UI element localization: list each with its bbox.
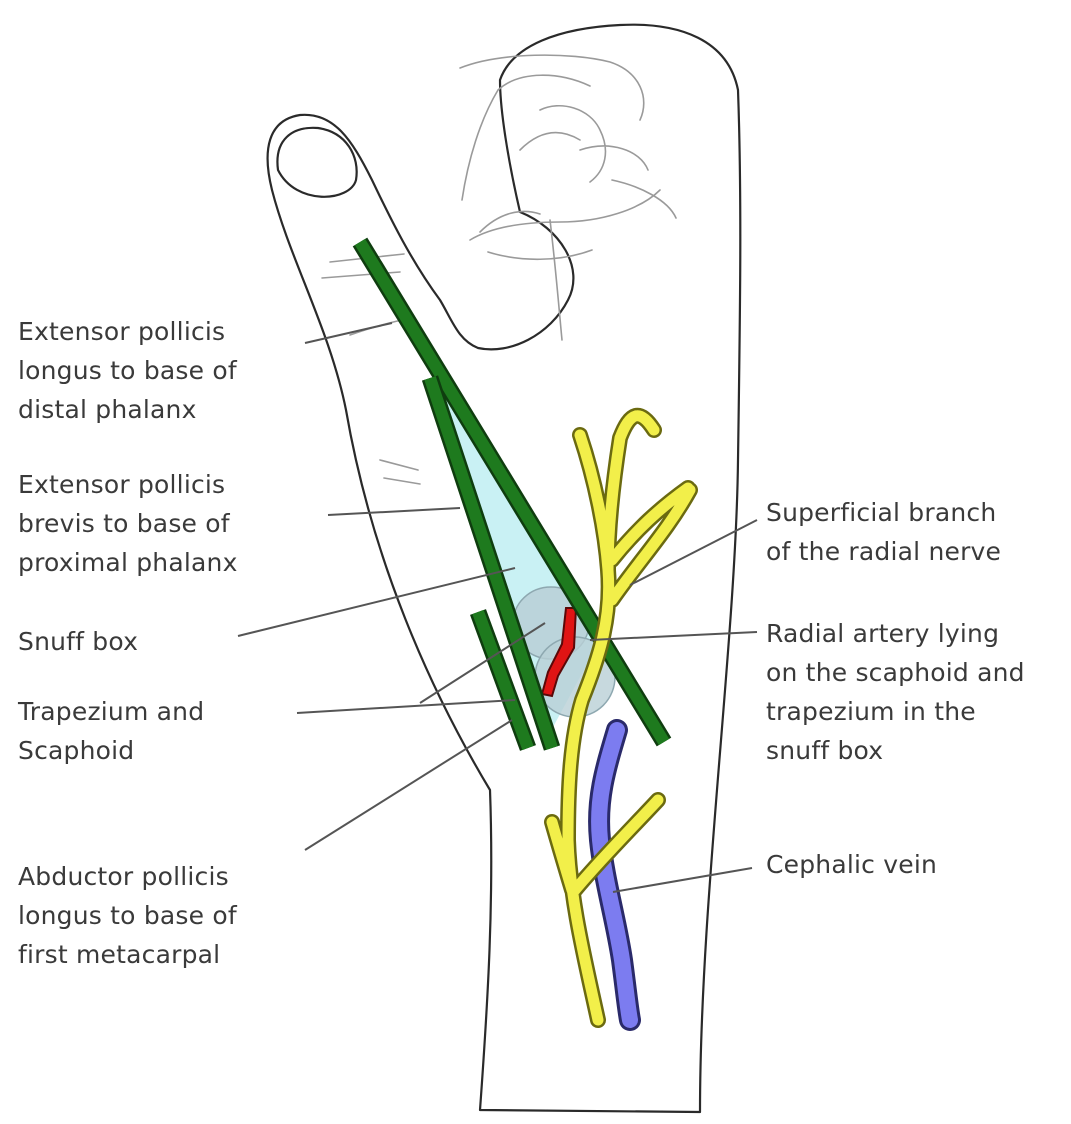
label-radial-artery: Radial artery lying on the scaphoid and …: [766, 614, 1025, 770]
apl-leader: [305, 720, 512, 850]
label-cephalic-vein: Cephalic vein: [766, 845, 937, 884]
label-extensor-pollicis-brevis: Extensor pollicis brevis to base of prox…: [18, 465, 238, 582]
label-radial-nerve: Superficial branch of the radial nerve: [766, 493, 1001, 571]
label-abductor-pollicis-longus: Abductor pollicis longus to base of firs…: [18, 857, 237, 974]
label-snuff-box: Snuff box: [18, 622, 138, 661]
label-trapezium-scaphoid: Trapezium and Scaphoid: [18, 692, 204, 770]
label-extensor-pollicis-longus: Extensor pollicis longus to base of dist…: [18, 312, 237, 429]
